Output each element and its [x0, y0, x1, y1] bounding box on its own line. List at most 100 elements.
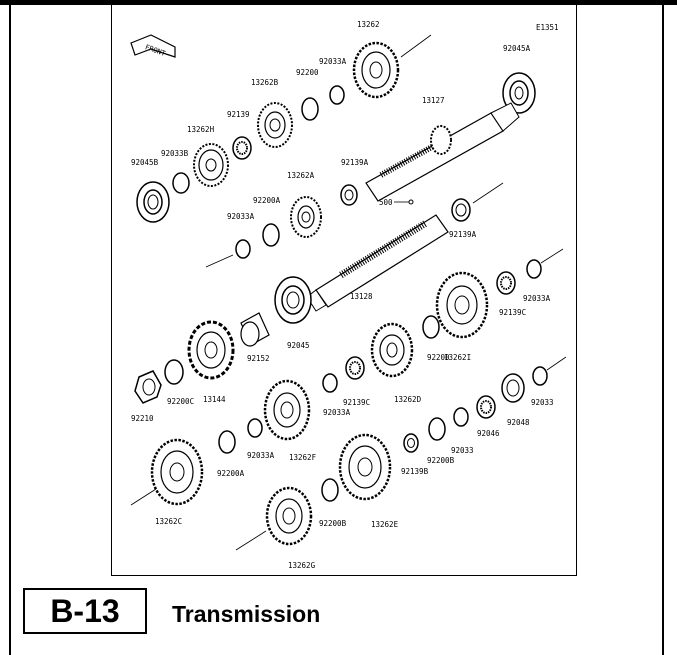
needle-bearing-92046 [476, 395, 496, 419]
callout-label: 92139A [341, 158, 369, 167]
washer-92200b-right [428, 417, 446, 441]
callout-label: 92200A [217, 469, 245, 478]
gear-13262d [370, 322, 414, 378]
axis-line [472, 182, 504, 204]
figure-id: E1351 [536, 23, 559, 32]
callout-label: 13262H [187, 125, 215, 134]
callout-label: 92200A [253, 196, 281, 205]
callout-label: 92033A [323, 408, 351, 417]
callout-label: 13262 [357, 20, 380, 29]
callout-label: 92033A [227, 212, 255, 221]
left-border [9, 5, 11, 655]
washer-92200a-lower [218, 430, 236, 454]
callout-label: 13262C [155, 517, 182, 526]
callout-label: 92210 [131, 414, 154, 423]
callout-label: 92139C [343, 398, 370, 407]
bush-92139b [403, 433, 419, 453]
gear-13262 [352, 41, 400, 99]
callout-label: 92152 [247, 354, 270, 363]
callout-label: 92200B [319, 519, 347, 528]
gear-13262c [150, 438, 204, 506]
section-code-box: B-13 [23, 588, 147, 634]
callout-label: 92033A [319, 57, 347, 66]
bush-92048 [501, 373, 525, 403]
circlip-92033a-f [247, 418, 263, 438]
section-title: Transmission [172, 601, 321, 627]
gear-13262b [257, 102, 293, 148]
callout-label: 92033 [451, 446, 474, 455]
callout-label: 92045B [131, 158, 159, 167]
callout-label: 92200 [296, 68, 319, 77]
marker-500 [408, 199, 414, 205]
callout-label: 13262G [288, 561, 316, 570]
callout-label: 92045 [287, 341, 310, 350]
needle-bearing-92139c-right [496, 271, 516, 295]
gear-13262g [265, 486, 313, 546]
section-code: B-13 [50, 592, 120, 629]
callout-label: 92139 [227, 110, 250, 119]
callout-label: 92045A [503, 44, 531, 53]
callout-label: 92033A [247, 451, 275, 460]
callout-label: 13262F [289, 453, 317, 462]
bush-92139a-upper [340, 184, 358, 206]
gear-13262i [435, 271, 489, 339]
callout-label: 13262I [444, 353, 471, 362]
washer-92200a-upper [262, 223, 280, 247]
bearing-92045b [136, 181, 170, 223]
callout-label: 13127 [422, 96, 445, 105]
callout-label: 92139B [401, 467, 429, 476]
callout-label: 92139C [499, 308, 526, 317]
gear-13262e [338, 433, 392, 501]
circlip-92033b [172, 172, 190, 194]
gear-13262h [193, 143, 229, 187]
bush-92152 [240, 312, 270, 347]
diagram-frame [111, 5, 577, 576]
callout-label: 92046 [477, 429, 500, 438]
shaft-13128 [306, 214, 449, 312]
washer-92200 [301, 97, 319, 121]
circlip-92033a-top [329, 85, 345, 105]
callout-label: 13262D [394, 395, 422, 404]
axis-line [130, 488, 157, 506]
axis-line [235, 530, 267, 551]
axis-line [546, 356, 567, 371]
callout-label: 13262E [371, 520, 399, 529]
callout-label: 13262A [287, 171, 315, 180]
exploded-parts-diagram: E1351 FRONT [130, 20, 567, 570]
circlip-92033a-mid [322, 373, 338, 393]
gear-13262a [290, 196, 322, 238]
callout-label: 92033 [531, 398, 554, 407]
bush-92139a-lower [451, 198, 471, 222]
callout-label: 500 [379, 198, 393, 207]
right-border [662, 5, 664, 655]
washer-92200-lower [422, 315, 440, 339]
callout-label: 13128 [350, 292, 373, 301]
gear-13262f [263, 379, 311, 441]
callout-label: 13144 [203, 395, 226, 404]
callout-label: 92200B [427, 456, 455, 465]
needle-bearing-92139 [232, 136, 252, 160]
callout-label: 13262B [251, 78, 279, 87]
axis-line [540, 248, 564, 264]
shaft-13127 [365, 102, 520, 202]
axis-line [205, 254, 234, 268]
callout-label: 92200 [427, 353, 450, 362]
circlip-92033a-right [526, 259, 542, 279]
circlip-92033a-upper [235, 239, 251, 259]
circlip-92033-lower [453, 407, 469, 427]
nut-92210 [134, 370, 162, 404]
top-border [0, 0, 677, 5]
sprocket-13144 [187, 320, 235, 380]
washer-92200b-lower [321, 478, 339, 502]
circlip-92033-right [532, 366, 548, 386]
callout-label: 92033A [523, 294, 551, 303]
callout-label: 92139A [449, 230, 477, 239]
bearing-92045 [274, 276, 312, 324]
washer-92200c [164, 359, 184, 385]
front-arrow-icon: FRONT [130, 34, 176, 58]
callout-label: 92033B [161, 149, 189, 158]
callout-label: 92200C [167, 397, 194, 406]
callout-label: 92048 [507, 418, 530, 427]
needle-bearing-92139c-mid [345, 356, 365, 380]
